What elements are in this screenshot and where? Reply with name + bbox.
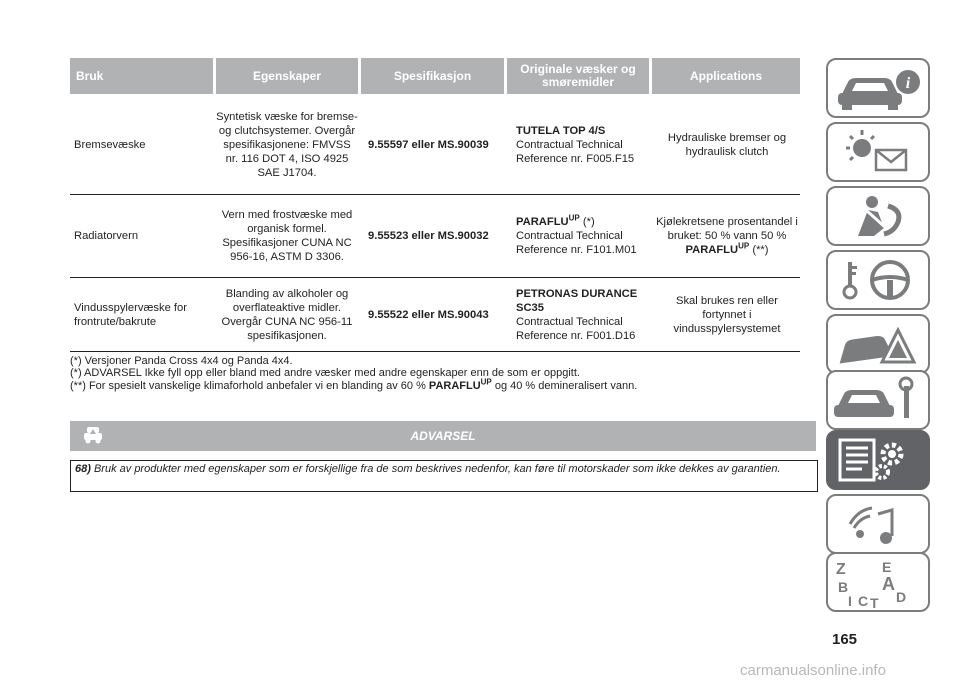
row-2-product-name: PARAFLU — [516, 216, 569, 228]
header-bruk: Bruk — [70, 58, 213, 94]
footnote-3-sup: UP — [480, 377, 492, 387]
row-2-spec-text: 9.55523 eller MS.90032 — [368, 230, 489, 242]
page-number: 165 — [832, 631, 858, 648]
warning-car-icon — [84, 427, 102, 444]
row-3-product-name: PETRONAS DURANCE SC35 — [516, 288, 638, 314]
row-3-applications-text: Skal brukes ren eller fortynnet i vindus… — [673, 295, 781, 335]
header-bruk-label: Bruk — [76, 68, 104, 83]
row-1-bruk-text: Bremsevæske — [74, 139, 146, 151]
footnote-3: (**) For spesielt vanskelige klimaforhol… — [70, 377, 638, 392]
row-2-applications-product: PARAFLU — [685, 244, 739, 256]
footnote-3-post: og 40 % demineralisert vann. — [494, 380, 638, 392]
row-divider — [70, 277, 800, 278]
row-1-egenskaper-text: Syntetisk væske for bremse- og clutchsys… — [216, 111, 358, 179]
index-icon: Z E B A I C T D — [836, 559, 906, 610]
table-row-3-bruk: Vindusspylervæske for frontrute/bakrute — [74, 281, 214, 349]
row-divider — [70, 194, 800, 195]
table-row-1-applications: Hydrauliske bremser og hydraulisk clutch — [654, 98, 800, 192]
svg-text:C: C — [858, 593, 868, 609]
svg-text:Z: Z — [836, 561, 846, 578]
table-bottom-rule — [70, 351, 800, 352]
header-applications-label: Applications — [689, 68, 762, 83]
footnote-2: (*) ADVARSEL Ikke fyll opp eller bland m… — [70, 367, 580, 379]
header-applications: Applications — [652, 58, 800, 94]
row-2-product-note: (*) — [582, 216, 595, 228]
row-1-spec-text: 9.55597 eller MS.90039 — [368, 139, 489, 151]
row-1-reference: Contractual Technical Reference nr. F005… — [516, 139, 635, 165]
svg-text:I: I — [848, 593, 852, 609]
svg-text:B: B — [838, 579, 848, 595]
table-row-1-spesifikasjon: 9.55597 eller MS.90039 — [368, 98, 508, 192]
header-spesifikasjon: Spesifikasjon — [361, 58, 504, 94]
svg-text:i: i — [906, 75, 911, 92]
table-row-3-egenskaper: Blanding av alkoholer og overflateaktive… — [216, 281, 358, 349]
row-3-spec-text: 9.55522 eller MS.90043 — [368, 309, 489, 321]
row-1-product-name: TUTELA TOP 4/S — [516, 125, 606, 137]
table-row-1-produkt: TUTELA TOP 4/S Contractual Technical Refe… — [516, 98, 656, 192]
tab-safety[interactable] — [826, 186, 930, 246]
dashboard-lights-icon — [846, 130, 908, 172]
table-row-2-applications: Kjølekretsene prosentandel i bruket: 50 … — [654, 196, 800, 276]
table-row-2-produkt: PARAFLUUP (*) Contractual Technical Refer… — [516, 196, 656, 276]
tab-maintenance[interactable] — [826, 370, 930, 430]
tab-starting-driving[interactable] — [826, 250, 930, 310]
table-row-2-spesifikasjon: 9.55523 eller MS.90032 — [368, 196, 508, 276]
row-3-egenskaper-text: Blanding av alkoholer og overflateaktive… — [221, 288, 353, 342]
tab-car-info[interactable]: i — [826, 58, 930, 118]
tab-dashboard-lights[interactable] — [826, 122, 930, 182]
header-originale: Originale væsker og smøremidler — [507, 58, 649, 94]
multimedia-icon — [848, 506, 894, 544]
footnote-3-pre: (**) For spesielt vanskelige klimaforhol… — [70, 380, 426, 392]
table-row-2-egenskaper: Vern med frostvæske med organisk formel.… — [216, 196, 358, 276]
header-spesifikasjon-label: Spesifikasjon — [393, 68, 472, 83]
table-row-3-applications: Skal brukes ren eller fortynnet i vindus… — [654, 281, 800, 349]
warning-header: ADVARSEL — [70, 421, 816, 451]
car-info-icon: i — [838, 70, 920, 110]
svg-text:D: D — [896, 589, 906, 605]
row-2-bruk-text: Radiatorvern — [74, 230, 139, 242]
steering-key-icon — [842, 260, 910, 300]
footnote-1: (*) Versjoner Panda Cross 4x4 og Panda 4… — [70, 355, 293, 367]
svg-text:A: A — [882, 574, 895, 594]
emergency-icon — [839, 326, 917, 364]
maintenance-icon — [834, 376, 914, 418]
tab-emergency[interactable] — [826, 314, 930, 374]
row-2-egenskaper-text: Vern med frostvæske med organisk formel.… — [221, 209, 353, 263]
watermark: carmanualsonline.info — [740, 662, 886, 679]
svg-text:T: T — [870, 595, 879, 610]
tab-index[interactable]: Z E B A I C T D — [826, 552, 930, 612]
row-1-applications-text: Hydrauliske bremser og hydraulisk clutch — [667, 132, 787, 158]
row-3-bruk-text: Vindusspylervæske for frontrute/bakrute — [74, 302, 187, 328]
technical-data-icon — [838, 438, 904, 482]
footnote-3-product: PARAFLU — [428, 380, 481, 392]
warning-title: ADVARSEL — [410, 429, 476, 443]
row-2-applications-text: Kjølekretsene prosentandel i bruket: 50 … — [656, 216, 798, 242]
header-egenskaper: Egenskaper — [216, 58, 358, 94]
warning-body: 68) Bruk av produkter med egenskaper som… — [70, 460, 818, 492]
header-originale-label: Originale væsker og smøremidler — [520, 62, 636, 89]
header-egenskaper-label: Egenskaper — [252, 68, 322, 83]
row-2-applications-note: (**) — [752, 244, 769, 256]
row-2-applications-sup: UP — [738, 241, 750, 251]
table-row-2-bruk: Radiatorvern — [74, 196, 214, 276]
table-row-1-egenskaper: Syntetisk væske for bremse- og clutchsys… — [216, 98, 358, 192]
row-3-reference: Contractual Technical Reference nr. F001… — [516, 316, 636, 342]
svg-text:E: E — [882, 559, 891, 575]
table-row-1-bruk: Bremsevæske — [74, 98, 214, 192]
tab-multimedia[interactable] — [826, 494, 930, 554]
warning-text: Bruk av produkter med egenskaper som er … — [93, 463, 781, 475]
row-2-reference: Contractual Technical Reference nr. F101… — [516, 230, 637, 256]
safety-airbag-icon — [858, 196, 902, 237]
warning-number: 68) — [75, 463, 91, 475]
tab-technical-data[interactable] — [826, 430, 930, 490]
table-row-3-spesifikasjon: 9.55522 eller MS.90043 — [368, 281, 508, 349]
row-2-product-sup: UP — [568, 213, 580, 223]
